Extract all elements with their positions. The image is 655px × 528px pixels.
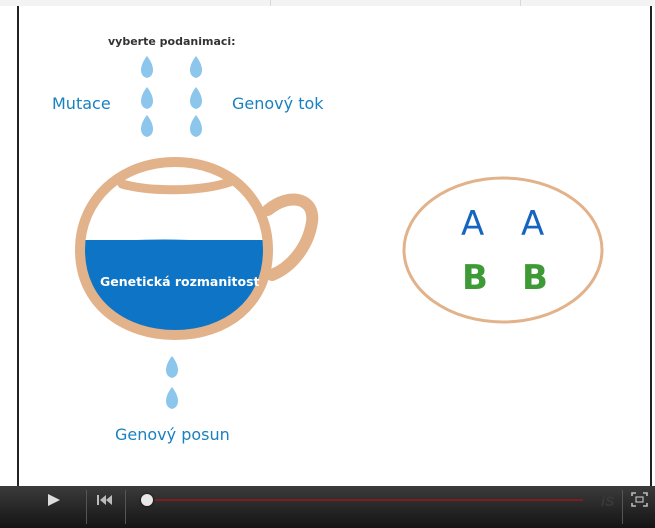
separator bbox=[86, 490, 87, 524]
population-outline bbox=[402, 176, 604, 324]
water-surface bbox=[83, 239, 267, 247]
allele-a-2: A bbox=[521, 204, 545, 244]
fullscreen-button[interactable] bbox=[624, 486, 655, 528]
gene-flow-drops[interactable] bbox=[190, 56, 202, 137]
pot-handle bbox=[262, 193, 319, 281]
gene-flow-link[interactable]: Genový tok bbox=[232, 94, 324, 113]
genetic-drift-link[interactable]: Genový posun bbox=[115, 425, 230, 444]
rewind-button[interactable] bbox=[88, 486, 124, 528]
genetic-drift-drops[interactable] bbox=[166, 356, 178, 409]
mutation-link[interactable]: Mutace bbox=[52, 94, 111, 113]
brand-icon: iS bbox=[601, 493, 615, 509]
skip-back-icon bbox=[97, 495, 112, 505]
drop-icon bbox=[190, 87, 202, 109]
play-icon bbox=[48, 494, 60, 506]
svg-text:iS: iS bbox=[601, 493, 615, 509]
drop-icon bbox=[141, 56, 153, 78]
fullscreen-icon bbox=[631, 492, 648, 507]
mutation-drops[interactable] bbox=[141, 56, 153, 137]
allele-b-2: B bbox=[522, 258, 548, 298]
progress-handle[interactable] bbox=[141, 494, 153, 506]
player-controls: iS bbox=[0, 486, 655, 528]
population-ellipse bbox=[402, 176, 604, 324]
allele-b-1: B bbox=[462, 258, 488, 298]
drops-layer bbox=[141, 56, 202, 409]
top-strip bbox=[0, 0, 655, 6]
gene-pool-pot bbox=[74, 156, 319, 341]
progress-track[interactable] bbox=[155, 499, 583, 501]
logo-mark: iS bbox=[598, 486, 618, 528]
drop-icon bbox=[190, 56, 202, 78]
separator bbox=[125, 490, 126, 524]
pot-rim bbox=[117, 177, 235, 195]
separator bbox=[622, 490, 623, 524]
drop-icon bbox=[166, 387, 178, 409]
allele-a-1: A bbox=[461, 204, 485, 244]
drop-icon bbox=[141, 87, 153, 109]
genetic-diversity-label: Genetická rozmanitost bbox=[100, 274, 260, 289]
drop-icon bbox=[166, 356, 178, 378]
drop-icon bbox=[141, 115, 153, 137]
drop-icon bbox=[190, 115, 202, 137]
instruction-text: vyberte podanimaci: bbox=[108, 35, 236, 48]
play-button[interactable] bbox=[30, 486, 80, 528]
pot-body bbox=[74, 156, 274, 341]
